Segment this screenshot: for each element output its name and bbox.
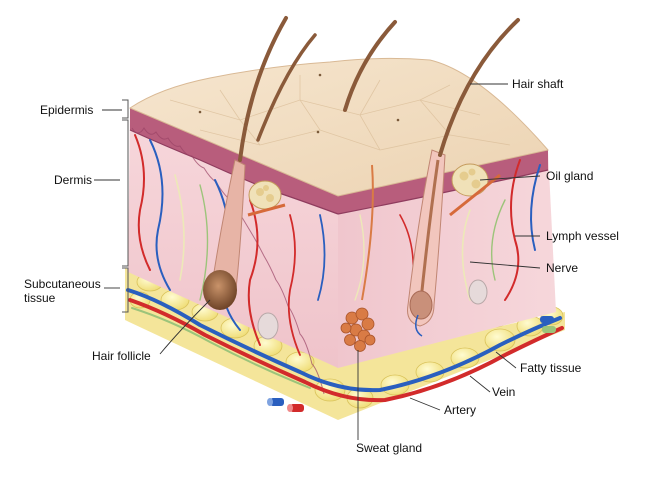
label-fatty-tissue: Fatty tissue [520,361,582,375]
label-subcutaneous: Subcutaneous [24,277,101,291]
epidermis-band-left [130,108,338,214]
oil-gland-right [449,163,501,217]
sweat-gland [340,164,376,352]
leader-lines [94,83,541,440]
hair-shafts [238,16,520,162]
dermis-right-face [338,150,556,368]
label-epidermis: Epidermis [40,103,93,117]
label-sweat-gland: Sweat gland [356,441,422,455]
hair-follicle-left [203,159,246,310]
label-artery: Artery [444,403,476,417]
label-hair-shaft: Hair shaft [512,77,564,91]
label-nerve: Nerve [546,261,578,275]
nerve-endings [257,279,488,340]
hair-follicle-right [407,149,446,337]
label-vein: Vein [492,385,515,399]
label-hair-follicle: Hair follicle [92,349,151,363]
label-dermis: Dermis [54,173,92,187]
labels: Epidermis Dermis Subcutaneous tissue Hai… [24,77,619,455]
layer-brackets [122,99,129,313]
label-lymph-vessel: Lymph vessel [546,229,619,243]
cut-vessels [267,316,556,412]
label-oil-gland: Oil gland [546,169,593,183]
vessel-network [126,134,564,403]
label-subcutaneous-tissue: tissue [24,291,56,305]
oil-gland-left [247,180,286,217]
